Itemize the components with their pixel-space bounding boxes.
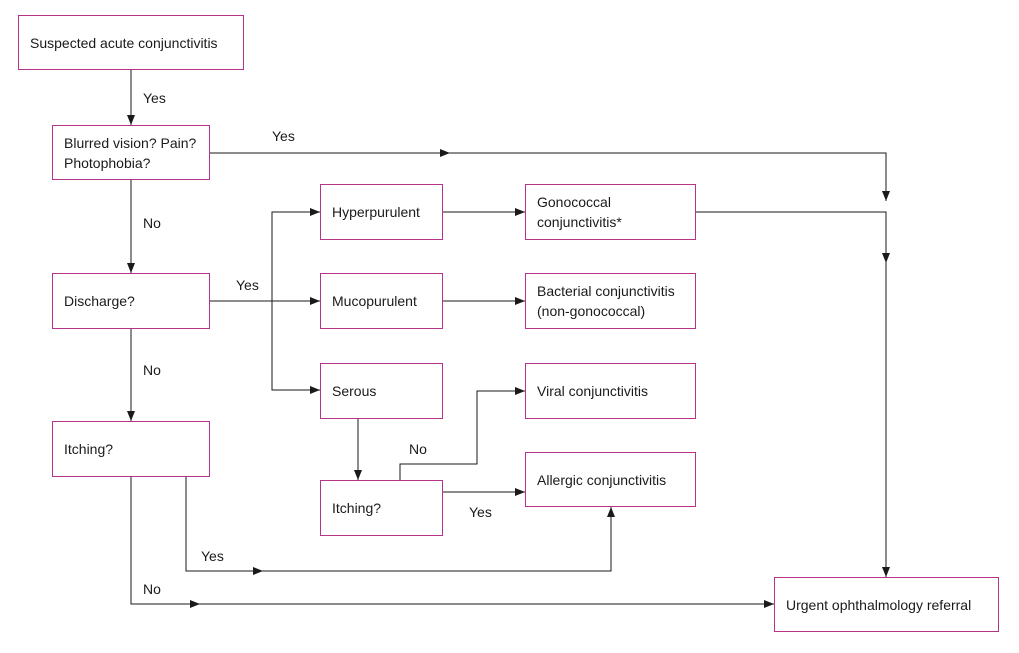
label-discharge-no: No <box>143 362 161 378</box>
node-itching-mid: Itching? <box>320 480 443 536</box>
edge-discharge-to-serous <box>271 301 320 394</box>
node-gonococcal: Gonococcal conjunctivitis* <box>525 184 696 240</box>
node-urgent-referral: Urgent ophthalmology referral <box>774 577 999 632</box>
label-blurred-yes: Yes <box>272 128 295 144</box>
edge-itching-left-to-allergic <box>185 477 263 575</box>
edge-itching-to-viral <box>399 387 525 480</box>
edge-itching-left-to-urgent <box>130 477 200 608</box>
label-suspected-yes: Yes <box>143 90 166 106</box>
node-discharge: Discharge? <box>52 273 210 329</box>
node-blurred-vision: Blurred vision? Pain? Photophobia? <box>52 125 210 180</box>
label-itching-left-yes: Yes <box>201 548 224 564</box>
label-itching-left-no: No <box>143 581 161 597</box>
node-itching-left: Itching? <box>52 421 210 477</box>
node-suspected: Suspected acute conjunctivitis <box>18 15 244 70</box>
node-hyperpurulent: Hyperpurulent <box>320 184 443 240</box>
edge-gonococcal-to-urgent <box>696 211 890 263</box>
label-itching-mid-no: No <box>409 441 427 457</box>
node-bacterial: Bacterial conjunctivitis (non-gonococcal… <box>525 273 696 329</box>
edge-blurred-to-urgent-cont <box>450 152 890 201</box>
edge-itching-left-to-allergic-cont <box>263 507 615 572</box>
label-blurred-no: No <box>143 215 161 231</box>
label-itching-mid-yes: Yes <box>469 504 492 520</box>
node-serous: Serous <box>320 363 443 419</box>
label-discharge-yes: Yes <box>236 277 259 293</box>
node-viral: Viral conjunctivitis <box>525 363 696 419</box>
node-allergic: Allergic conjunctivitis <box>525 452 696 507</box>
edge-discharge-to-hyperpurulent <box>271 208 320 301</box>
node-mucopurulent: Mucopurulent <box>320 273 443 329</box>
